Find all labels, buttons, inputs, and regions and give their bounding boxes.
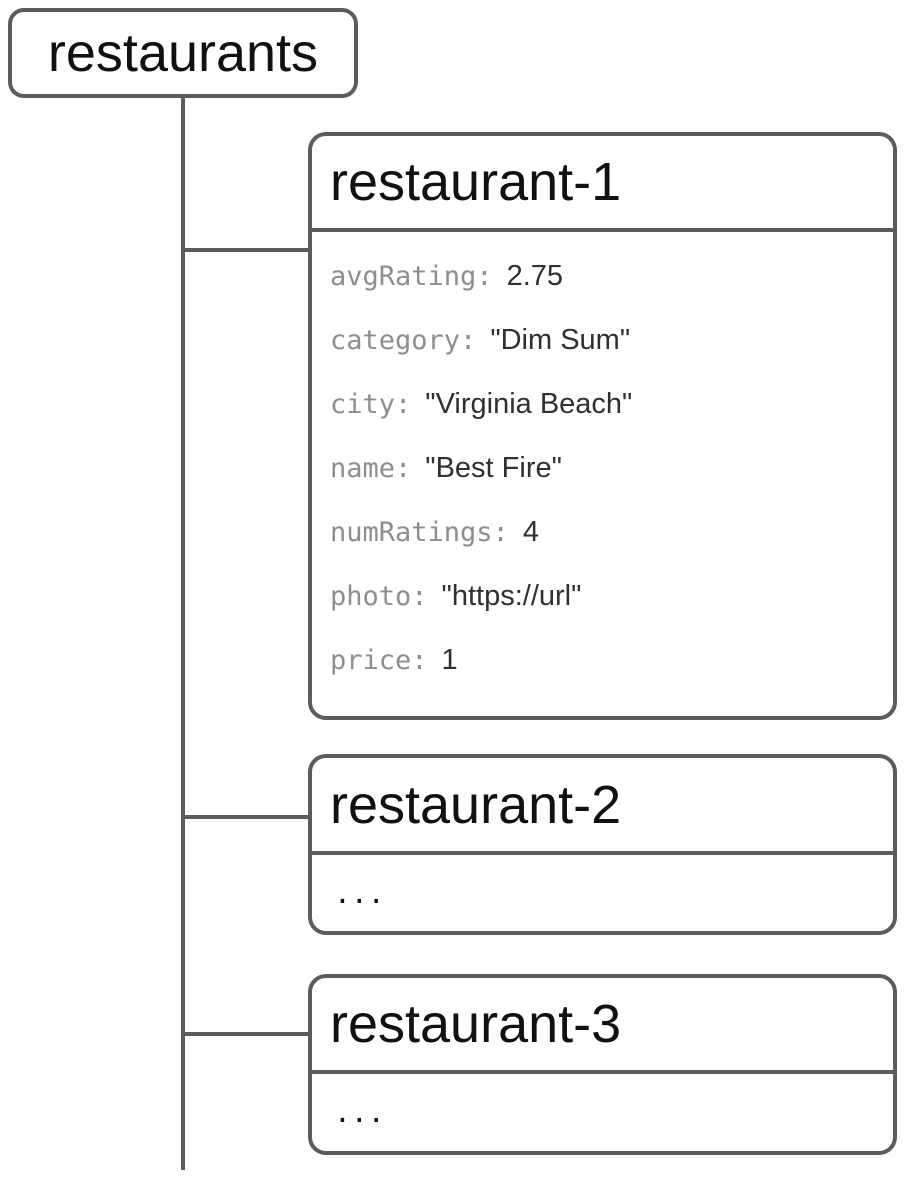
document-card-restaurant-2: restaurant-2 ... [308, 754, 897, 935]
document-title: restaurant-3 [312, 978, 893, 1074]
field-key: name: [330, 452, 412, 484]
field-value: "Virginia Beach" [425, 387, 633, 420]
collapsed-fields-ellipsis: ... [334, 876, 385, 910]
field-key: numRatings: [330, 516, 509, 548]
field-key: city: [330, 388, 412, 420]
field-row-photo: photo: "https://url" [330, 564, 893, 628]
document-field-list: avgRating: 2.75 category: "Dim Sum" city… [312, 232, 893, 692]
document-title: restaurant-2 [312, 758, 893, 855]
connector-line-restaurant-2 [183, 815, 310, 819]
collection-node-restaurants: restaurants [8, 8, 358, 98]
field-value: "Dim Sum" [490, 323, 631, 356]
field-key: photo: [330, 580, 428, 612]
collapsed-fields-ellipsis: ... [334, 1095, 385, 1129]
connector-line-restaurant-3 [183, 1032, 310, 1036]
field-key: category: [330, 324, 477, 356]
field-row-city: city: "Virginia Beach" [330, 372, 893, 436]
field-key: avgRating: [330, 260, 493, 292]
tree-trunk-line [181, 96, 185, 1170]
document-title: restaurant-1 [312, 136, 893, 232]
field-value: "Best Fire" [425, 451, 562, 484]
collection-label: restaurants [47, 23, 319, 83]
field-row-price: price: 1 [330, 628, 893, 692]
field-value: 4 [522, 515, 539, 548]
field-value: "https://url" [441, 579, 582, 612]
document-card-restaurant-1: restaurant-1 avgRating: 2.75 category: "… [308, 132, 897, 720]
field-row-avgrating: avgRating: 2.75 [330, 244, 893, 308]
field-value: 2.75 [506, 259, 564, 292]
field-row-category: category: "Dim Sum" [330, 308, 893, 372]
document-card-restaurant-3: restaurant-3 ... [308, 974, 897, 1155]
field-row-name: name: "Best Fire" [330, 436, 893, 500]
field-value: 1 [441, 643, 458, 676]
field-key: price: [330, 644, 428, 676]
field-row-numratings: numRatings: 4 [330, 500, 893, 564]
connector-line-restaurant-1 [183, 248, 310, 252]
